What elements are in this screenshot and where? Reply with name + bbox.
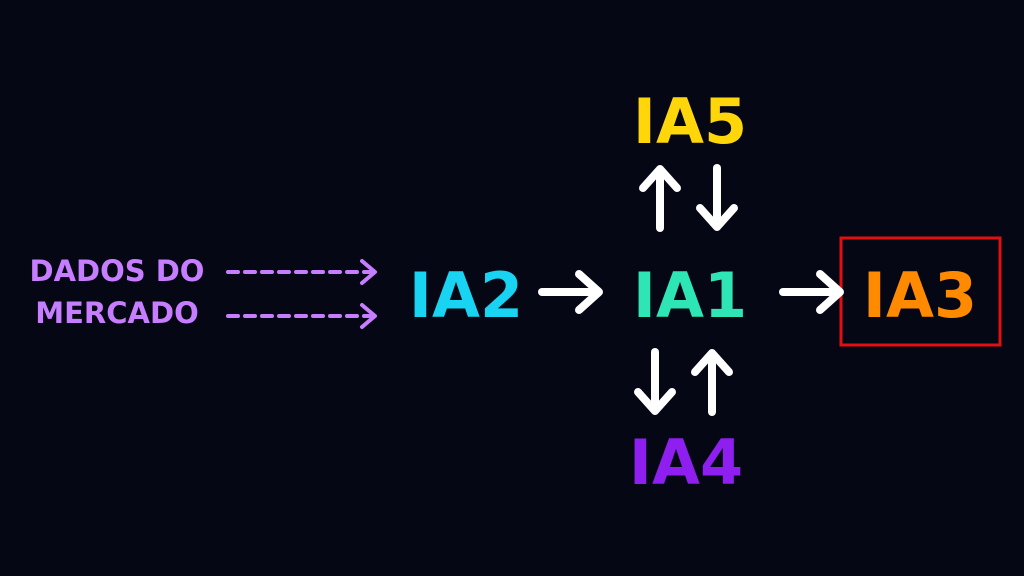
- arrow-up-from-ia4: [691, 349, 733, 416]
- arrow-ia1-to-ia3: [779, 270, 844, 314]
- source-label-line1: DADOS DO: [30, 254, 205, 288]
- node-ia1: IA1: [633, 259, 747, 332]
- node-ia5: IA5: [633, 85, 747, 158]
- arrow-up-to-ia5: [639, 165, 681, 232]
- source-label-line2: MERCADO: [35, 296, 198, 330]
- arrow-down-from-ia5: [696, 164, 738, 231]
- dashed-arrow-top: [226, 259, 377, 285]
- node-ia3: IA3: [863, 259, 977, 332]
- node-ia2: IA2: [409, 259, 523, 332]
- arrow-ia2-to-ia1: [538, 270, 603, 314]
- dashed-arrow-bottom: [226, 303, 377, 329]
- node-ia4: IA4: [629, 426, 743, 499]
- arrow-down-to-ia4: [634, 348, 676, 415]
